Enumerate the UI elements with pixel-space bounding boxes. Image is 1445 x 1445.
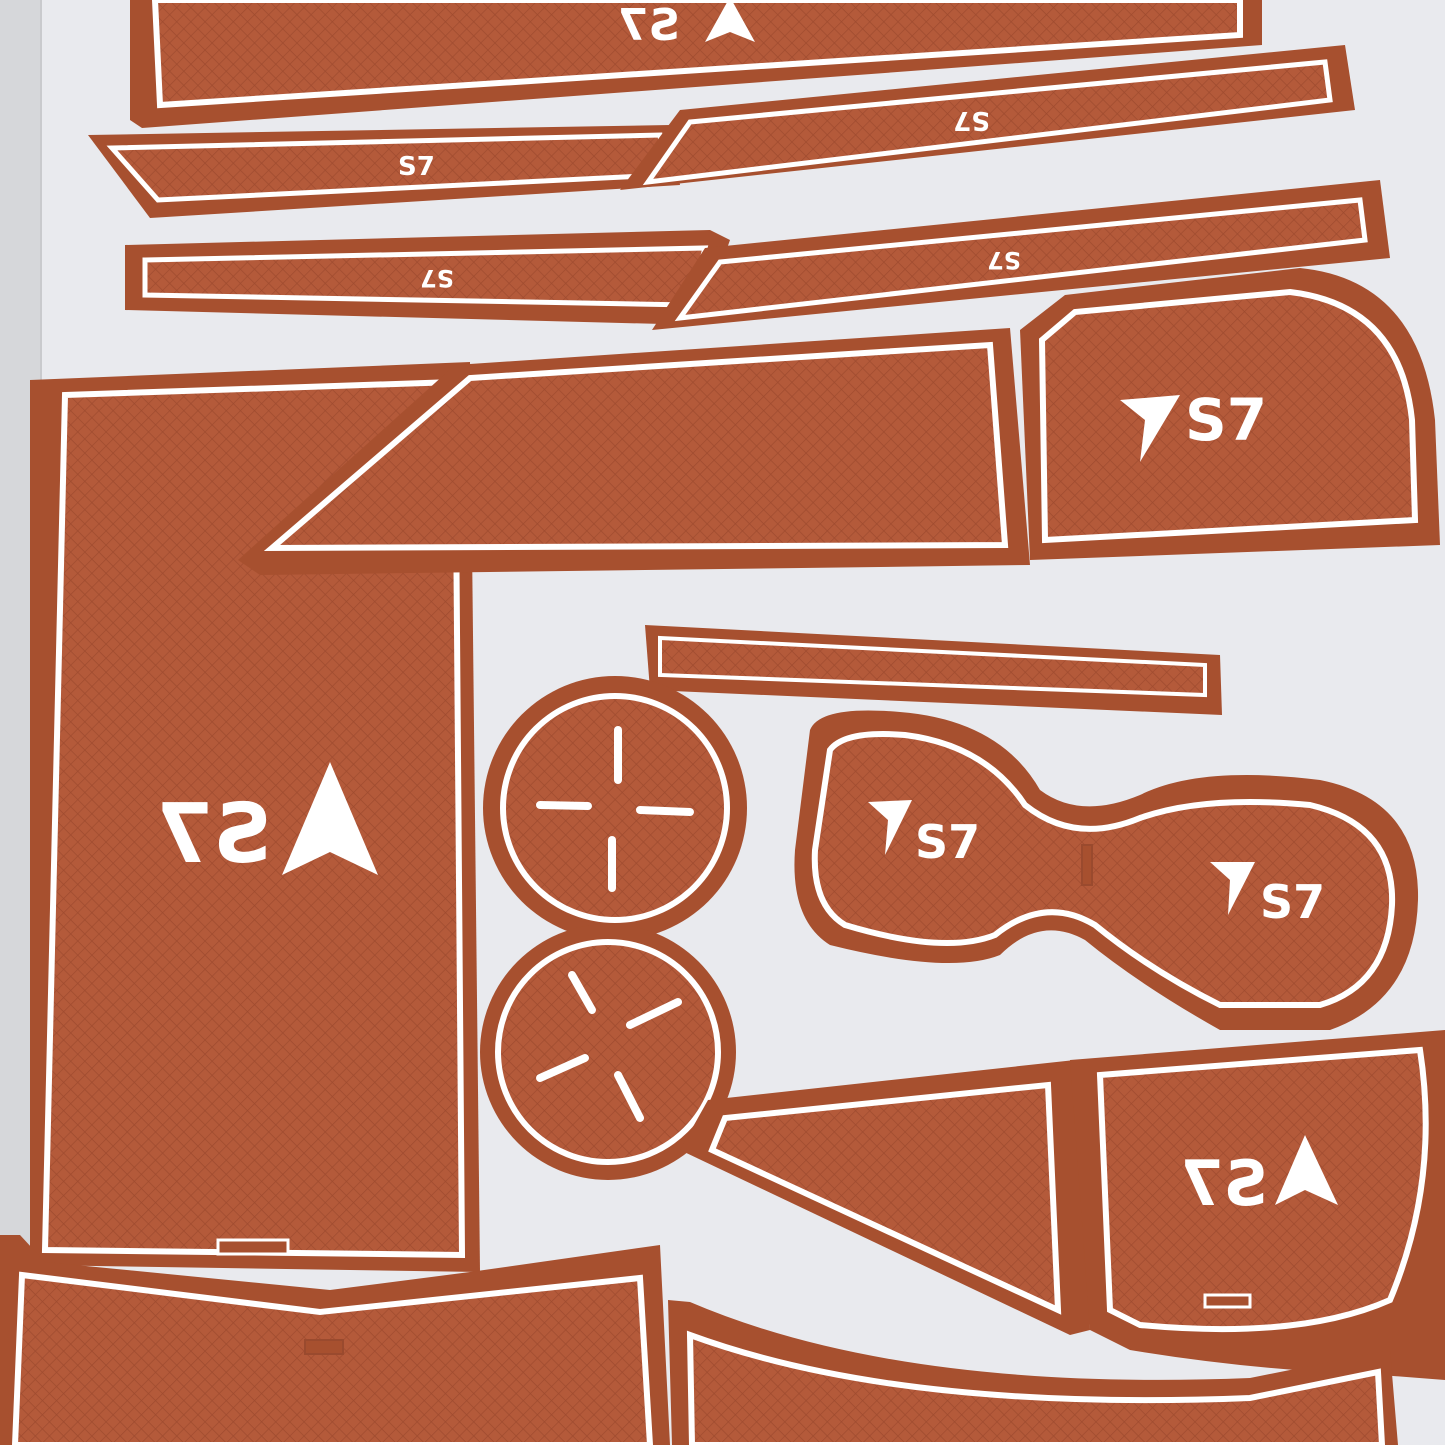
- bottom-right-mat: [668, 1300, 1398, 1445]
- lower-triangle-mat: [680, 1060, 1090, 1335]
- s7-logo-left: S7: [868, 800, 980, 869]
- logo-text: S7: [420, 264, 454, 292]
- right-pocket-mat: S7: [1020, 268, 1440, 560]
- logo-text: S7: [618, 0, 680, 51]
- strip-left-1: S7: [88, 125, 680, 218]
- triangle-emblem-icon: [282, 762, 378, 875]
- s7-logo: S7: [156, 762, 378, 882]
- cup-coaster-1: [483, 676, 747, 940]
- triangle-emblem-icon: [1210, 862, 1255, 915]
- long-angled-mat: [238, 328, 1030, 575]
- twin-cup-mat: S7 S7: [794, 710, 1419, 1030]
- s7-logo-right: S7: [1210, 862, 1325, 929]
- triangle-emblem-icon: [705, 0, 755, 42]
- strip-right-1: S7: [620, 45, 1355, 190]
- strip-right-2: S7: [652, 180, 1390, 330]
- logo-text: S7: [1185, 386, 1267, 454]
- logo-text: S7: [953, 105, 990, 135]
- logo-text: S7: [1180, 1147, 1268, 1220]
- triangle-emblem-icon: [1275, 1135, 1338, 1205]
- thin-strip: [645, 625, 1222, 715]
- s7-logo: S7: [1120, 386, 1267, 462]
- tall-left-mat: S7: [30, 362, 480, 1272]
- strip-left-2: S7: [125, 230, 730, 325]
- logo-text: S7: [1260, 875, 1325, 929]
- logo-text: S7: [156, 787, 272, 882]
- s7-logo: S7: [1180, 1135, 1338, 1220]
- logo-text: S7: [915, 815, 980, 869]
- triangle-emblem-icon: [1120, 395, 1180, 462]
- lower-right-mat: S7: [1070, 1030, 1445, 1380]
- top-wide-mat: S7: [130, 0, 1262, 128]
- bottom-left-mat: [0, 1235, 670, 1445]
- logo-text: S7: [398, 152, 435, 182]
- s7-logo: S7: [618, 0, 755, 51]
- cup-coaster-2: [480, 924, 736, 1180]
- logo-text: S7: [987, 246, 1021, 274]
- triangle-emblem-icon: [868, 800, 912, 855]
